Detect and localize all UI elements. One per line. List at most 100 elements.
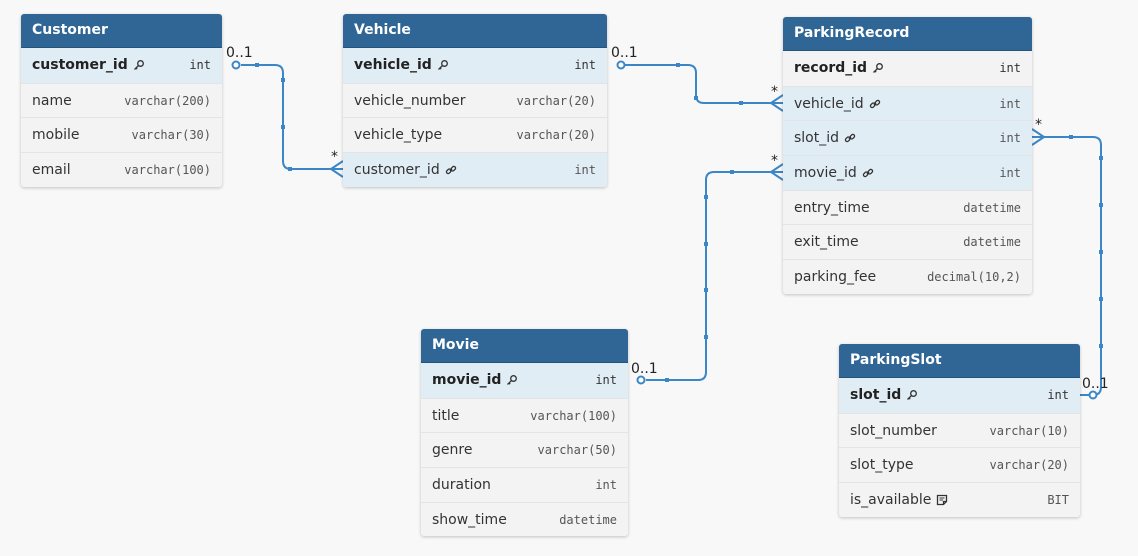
column-type: datetime	[963, 235, 1021, 250]
column-type: varchar(20)	[989, 458, 1069, 473]
table-row[interactable]: movie_id int	[421, 363, 628, 398]
table-row[interactable]: vehicle_number varchar(20)	[343, 82, 607, 118]
column-name: slot_type	[850, 457, 914, 474]
column-name: record_id	[794, 60, 868, 77]
joint-marker	[1099, 156, 1103, 160]
connector-movie-record	[646, 171, 783, 381]
table-row[interactable]: mobile varchar(30)	[21, 117, 222, 152]
joint-marker	[739, 101, 743, 105]
joint-marker	[665, 378, 669, 382]
column-name-cell: movie_id	[432, 372, 518, 388]
table-row[interactable]: is_available BIT	[839, 482, 1080, 517]
column-name: mobile	[32, 127, 80, 144]
table-row[interactable]: slot_number varchar(10)	[839, 412, 1080, 448]
table-vehicle[interactable]: Vehicle vehicle_id int vehicle_number va…	[343, 14, 607, 187]
table-parking-slot[interactable]: ParkingSlot slot_id int slot_number varc…	[839, 344, 1080, 517]
joint-marker	[704, 242, 708, 246]
joint-marker	[288, 167, 292, 171]
table-row[interactable]: movie_id int	[783, 155, 1032, 190]
table-row[interactable]: name varchar(200)	[21, 82, 222, 118]
table-row[interactable]: duration int	[421, 467, 628, 502]
table-row[interactable]: customer_id int	[343, 152, 607, 187]
column-type: datetime	[963, 200, 1021, 215]
cardinality-vehicle-many: *	[331, 149, 338, 165]
joint-marker	[1099, 297, 1103, 301]
key-icon	[133, 59, 145, 71]
table-row[interactable]: email varchar(100)	[21, 152, 222, 187]
column-name: movie_id	[432, 372, 502, 389]
cardinality-slot-one: 0..1	[1082, 376, 1109, 392]
table-row[interactable]: parking_fee decimal(10,2)	[783, 259, 1032, 294]
optional-circle-slot	[1088, 390, 1098, 400]
column-type: int	[999, 96, 1021, 111]
key-icon	[906, 389, 918, 401]
crowfoot-vehicle-customer	[329, 160, 344, 178]
column-type: varchar(100)	[530, 408, 617, 423]
key-icon	[872, 62, 884, 74]
column-name-cell: customer_id	[32, 57, 145, 73]
column-name: exit_time	[794, 234, 859, 251]
column-type: decimal(10,2)	[927, 269, 1021, 284]
table-row[interactable]: vehicle_id int	[343, 48, 607, 83]
table-customer[interactable]: Customer customer_id int name varchar(20…	[21, 14, 222, 187]
table-row[interactable]: exit_time datetime	[783, 224, 1032, 259]
table-movie[interactable]: Movie movie_id int title varchar(100) ge…	[421, 329, 628, 537]
table-row[interactable]: title varchar(100)	[421, 397, 628, 433]
table-row[interactable]: slot_type varchar(20)	[839, 447, 1080, 482]
column-type: varchar(20)	[516, 128, 596, 143]
column-type: int	[574, 58, 596, 73]
column-name-cell: is_available	[850, 492, 948, 508]
link-icon	[445, 164, 457, 176]
column-name-cell: slot_id	[850, 387, 918, 403]
connector-vehicle-record	[625, 64, 783, 104]
column-type: int	[1047, 388, 1069, 403]
table-header[interactable]: ParkingRecord	[783, 17, 1032, 51]
table-header[interactable]: Movie	[421, 329, 628, 363]
column-type: int	[999, 61, 1021, 76]
joint-marker	[1069, 135, 1073, 139]
table-row[interactable]: vehicle_type varchar(20)	[343, 117, 607, 152]
column-name-cell: movie_id	[794, 165, 874, 181]
table-row[interactable]: slot_id int	[783, 120, 1032, 156]
table-header[interactable]: Customer	[21, 14, 222, 48]
column-name: email	[32, 161, 71, 178]
joint-marker	[676, 63, 680, 67]
table-parking-record[interactable]: ParkingRecord record_id int vehicle_id i…	[783, 17, 1032, 294]
column-type: varchar(20)	[516, 93, 596, 108]
column-name-cell: customer_id	[354, 162, 457, 178]
column-name: genre	[432, 442, 473, 459]
table-row[interactable]: record_id int	[783, 51, 1032, 86]
column-type: BIT	[1047, 492, 1069, 507]
table-row[interactable]: slot_id int	[839, 378, 1080, 413]
cardinality-record-slot-many: *	[1035, 117, 1042, 133]
crowfoot-record-slot	[1031, 128, 1046, 146]
column-name: duration	[432, 476, 491, 493]
link-icon	[844, 132, 856, 144]
column-name: parking_fee	[794, 268, 877, 285]
joint-marker	[704, 335, 708, 339]
column-name: entry_time	[794, 199, 870, 216]
table-body: record_id int vehicle_id int slot_id int…	[783, 51, 1032, 294]
key-icon	[437, 59, 449, 71]
table-row[interactable]: show_time datetime	[421, 501, 628, 537]
table-row[interactable]: customer_id int	[21, 48, 222, 83]
table-row[interactable]: entry_time datetime	[783, 189, 1032, 225]
column-type: int	[574, 162, 596, 177]
table-header[interactable]: Vehicle	[343, 14, 607, 48]
cardinality-record-movie-many: *	[771, 153, 778, 169]
column-type: varchar(50)	[537, 443, 617, 458]
joint-marker	[704, 195, 708, 199]
table-row[interactable]: vehicle_id int	[783, 85, 1032, 121]
note-icon[interactable]	[936, 494, 948, 506]
joint-marker	[281, 125, 285, 129]
column-type: varchar(10)	[989, 423, 1069, 438]
column-type: varchar(30)	[131, 128, 211, 143]
table-row[interactable]: genre varchar(50)	[421, 432, 628, 467]
table-header[interactable]: ParkingSlot	[839, 344, 1080, 378]
column-name-cell: slot_id	[794, 130, 856, 146]
column-type: varchar(100)	[124, 162, 211, 177]
column-name: vehicle_number	[354, 92, 466, 109]
column-type: varchar(200)	[124, 93, 211, 108]
